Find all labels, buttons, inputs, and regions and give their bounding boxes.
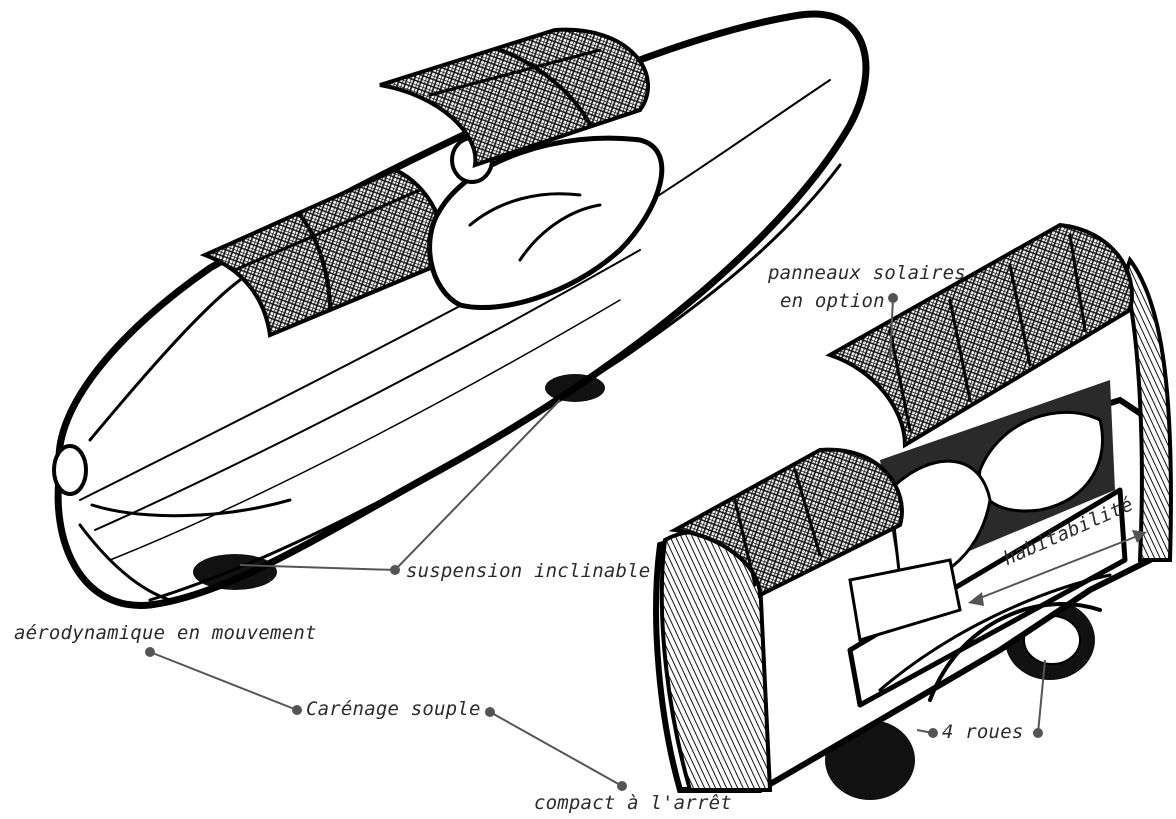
label-compact: compact à l'arrêt: [534, 792, 732, 814]
nose-rib: [92, 500, 290, 516]
nose-light: [54, 446, 86, 494]
label-fairing: Carénage souple: [306, 698, 481, 720]
leader-compact: [490, 712, 622, 786]
label-aerodynamic: aérodynamique en mouvement: [14, 622, 317, 644]
label-solar-panels-line2: en option: [780, 290, 885, 312]
label-suspension: suspension inclinable: [406, 560, 650, 582]
label-solar-panels-line1: panneaux solaires: [768, 262, 966, 284]
label-four-wheels: 4 roues: [942, 721, 1023, 743]
shell-contour: [110, 300, 620, 560]
leader-aero: [150, 652, 297, 710]
rear-solar-panel: [205, 170, 446, 335]
rear-wheel-left: [193, 554, 277, 590]
